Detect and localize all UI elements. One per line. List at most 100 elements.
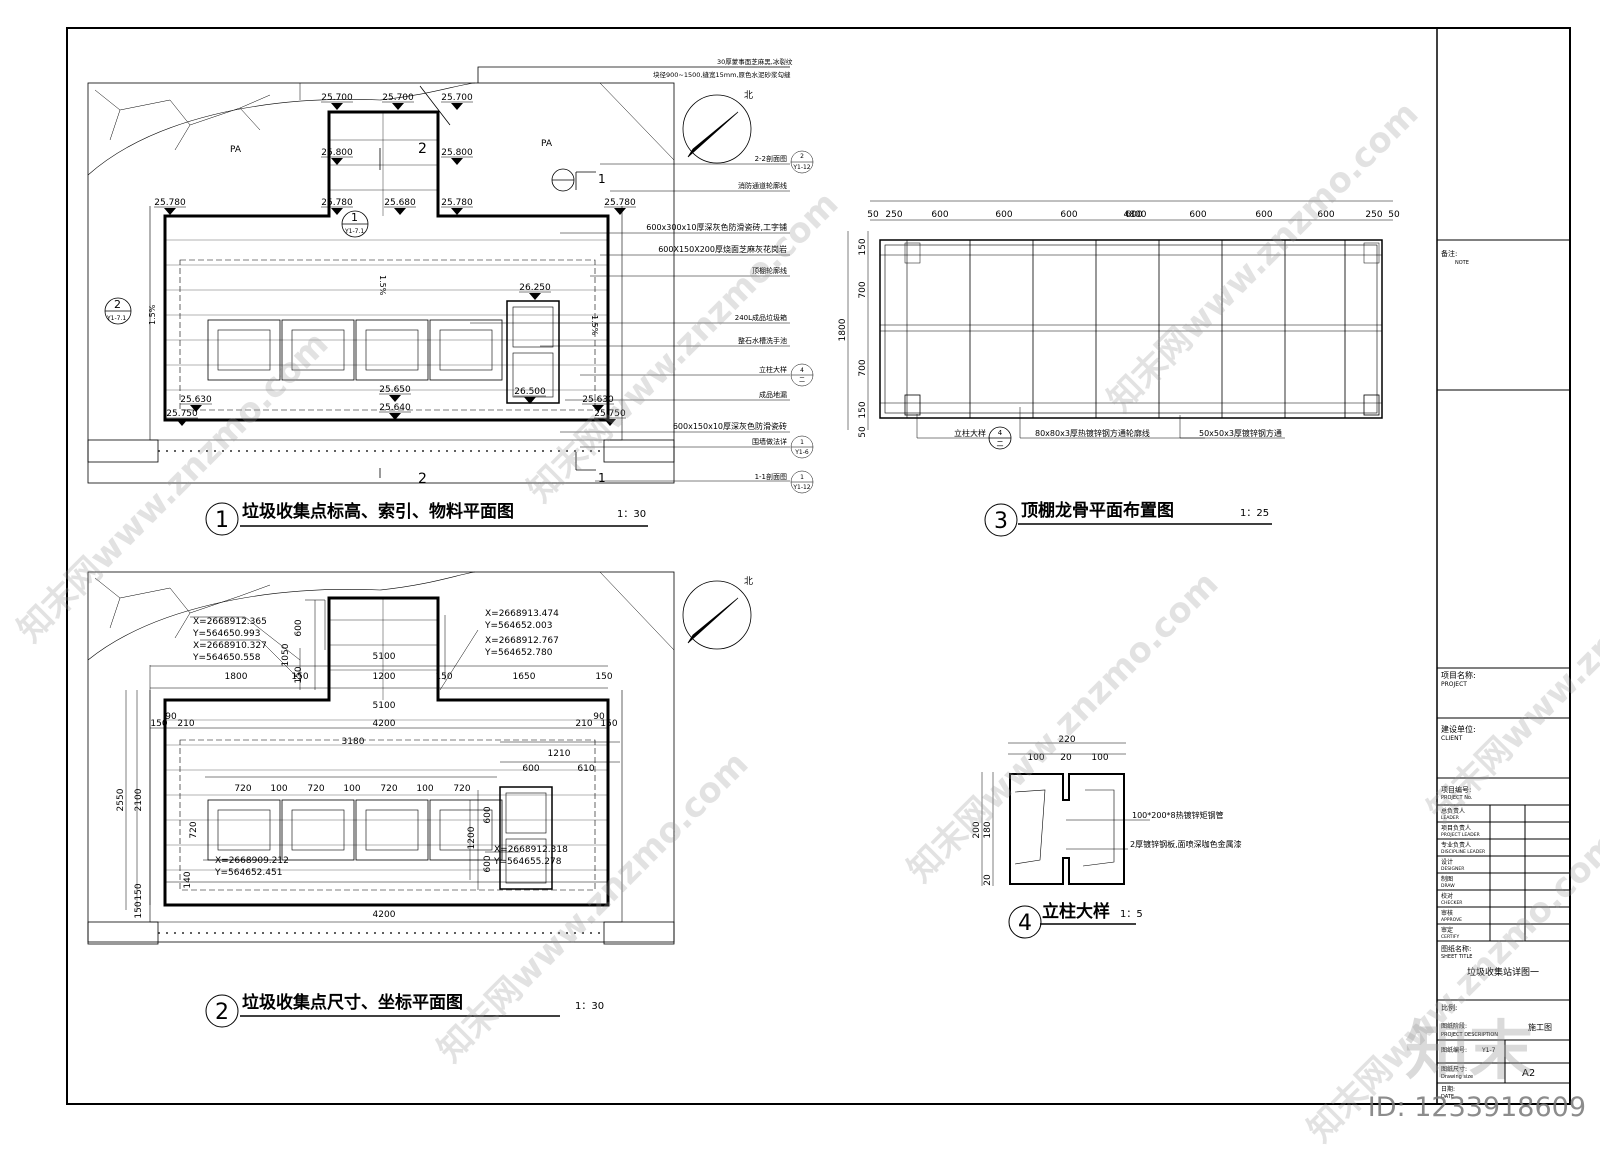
plan3-d600-3: 600 [1060,210,1077,220]
project-label-en: PROJECT [1441,681,1467,688]
desc-label: 图纸阶段: [1441,1022,1467,1030]
elevation-value: 25.650 [379,385,411,395]
projno-label-en: PROJECT No. [1441,795,1473,801]
plan2-d90b: 90 [593,712,605,722]
elevation-value: 25.750 [594,409,626,419]
plan2-d600v3: 600 [483,855,493,872]
plan3-v150b: 150 [858,401,868,418]
elevation-mark: 25.780 [321,198,353,215]
plan2-d100c: 100 [416,784,433,794]
plan2-d1650: 1650 [513,672,536,682]
role-label-en: CERTIFY [1441,934,1459,940]
plan4-number: 4 [1018,911,1032,936]
elevation-value: 25.700 [382,93,414,103]
plan2-d100a: 100 [270,784,287,794]
plan1-ref-top-sub: Y1-7.1 [344,228,364,235]
elevation-triangle [592,405,604,412]
plan1-note-9: 立柱大样 [759,365,787,374]
plan2-coord-0: X=2668912.365 [193,617,267,627]
plan3-d50b: 50 [1388,210,1400,220]
role-label: 审核 [1441,909,1453,917]
plan4-note-1: 2厚镀锌钢板,面喷深咖色金属漆 [1130,839,1242,849]
plan1-note-0: 30厚蒙事面芝麻黑,冰裂纹 [717,57,793,66]
role-label: 设计 [1441,858,1453,866]
role-label-en: CHECKER [1441,900,1462,906]
elevation-mark: 25.700 [382,93,414,110]
plan3-total: 4800 [1124,210,1147,220]
plan1-col-sub: 二 [799,377,805,384]
elevation-value: 25.780 [604,198,636,208]
plan1-sec-num-a: 2 [800,153,804,160]
title-block: 备注: NOTE 项目名称: PROJECT 建设单位: CLIENT 项目编号… [1441,249,1552,1100]
project-label: 项目名称: [1441,670,1476,680]
plan4-w20: 20 [1060,753,1072,763]
plan1-title: 垃圾收集点标高、索引、物料平面图 [242,501,514,522]
elevation-mark: 25.750 [594,409,626,426]
drawno-value: Y1-7 [1481,1047,1496,1054]
elevation-value: 25.640 [379,403,411,413]
plan2-d720b: 720 [307,784,324,794]
plan1-scale: 1：30 [617,509,646,520]
plan4-scale: 1：5 [1120,909,1143,920]
plan2-d150v2: 150 [134,901,144,918]
elevation-mark: 25.630 [582,395,614,412]
plan3-d250a: 250 [885,210,902,220]
plan1-ref-left-num: 2 [114,298,121,311]
elevation-triangle [331,208,343,215]
projno-label: 项目编号: [1441,785,1471,794]
plan1-sec-num-b: 1 [800,474,804,481]
plan1-note-6: 顶棚轮廓线 [752,266,787,275]
plan4-title: 立柱大样 [1042,901,1110,922]
role-label: 校对 [1441,892,1453,900]
plan2-d720c: 720 [380,784,397,794]
plan2-d1050: 1050 [281,643,291,666]
plan4-w220: 220 [1058,735,1075,745]
plan2-drawing: 北 X=2668912.365 Y=564650.993 X=2668910.3… [87,571,753,1028]
plan3-dims: 4800 50 250 600 600 600 600 600 600 600 … [838,210,1400,438]
plan1-north: 北 [744,90,753,101]
elevation-triangle [176,419,188,426]
elevation-triangle [604,419,616,426]
plan4-w100a: 100 [1027,753,1044,763]
elevation-triangle [389,395,401,402]
plan2-coord-1: Y=564650.993 [192,629,260,639]
plan2-scale: 1：30 [575,1001,604,1012]
plan1-note-1: 块径900~1500,缝宽15mm,原色水泥砂浆勾缝 [653,70,791,79]
role-label: 项目负责人 [1441,824,1471,832]
plan4-h200: 200 [972,821,982,838]
plan2-d600a: 600 [522,764,539,774]
elevation-value: 25.780 [321,198,353,208]
elevation-triangle [524,397,536,404]
elevation-triangle [389,413,401,420]
plan2-d150c: 150 [595,672,612,682]
plan2-d140: 140 [183,871,193,888]
elevation-mark: 25.780 [154,198,186,215]
elevation-mark: 25.630 [180,395,212,412]
plan2-coord-2: X=2668910.327 [193,641,267,651]
elevation-mark: 25.780 [441,198,473,215]
elevation-value: 25.700 [441,93,473,103]
plan1-slope-center: 1.5% [378,275,387,296]
plan1-title-group: 1 垃圾收集点标高、索引、物料平面图 1：30 [205,501,648,536]
plan2-d150e: 150 [600,719,617,729]
plan2-d150v3: 150 [134,883,144,900]
elevation-value: 25.680 [384,198,416,208]
role-label-en: APPROVE [1441,917,1462,923]
elevation-triangle [331,158,343,165]
client-label: 建设单位: [1441,724,1476,734]
role-label-en: DRAW [1441,883,1455,889]
note-label-en: NOTE [1455,260,1469,266]
plan1-wall-num: 1 [800,439,804,446]
plan2-d4200a: 4200 [373,719,396,729]
plan1-col-num: 4 [800,367,804,374]
plan1-drawing: 30厚蒙事面芝麻黑,冰裂纹 块径900~1500,缝宽15mm,原色水泥砂浆勾缝… [87,57,814,536]
plan2-d1200: 1200 [373,672,396,682]
plan1-ref-left-sub: Y1-7.1 [106,315,126,322]
plan2-d4200b: 4200 [373,910,396,920]
elevation-mark: 26.500 [514,387,546,404]
elevation-value: 25.780 [441,198,473,208]
elevation-value: 25.800 [321,148,353,158]
plan3-note-1: 80x80x3厚热镀锌钢方通轮廓线 [1035,428,1150,438]
